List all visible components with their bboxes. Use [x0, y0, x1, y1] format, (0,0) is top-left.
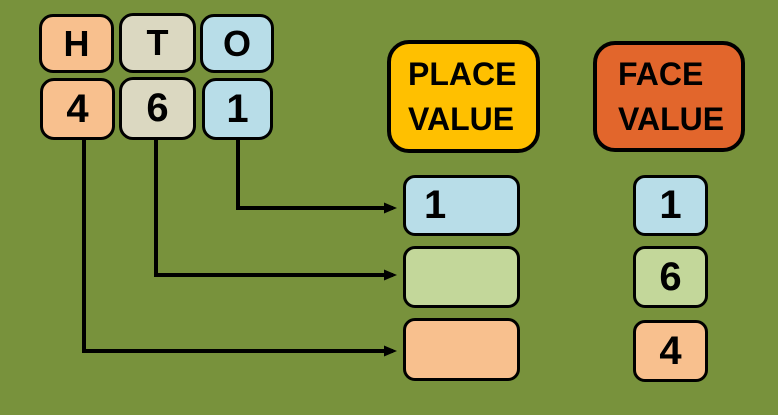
arrow-tens-to-place-value	[154, 139, 397, 281]
arrow-ones-to-place-value	[236, 139, 397, 214]
digit-tens: 6	[119, 77, 196, 140]
place-value-title-line2: VALUE	[408, 100, 515, 137]
place-value-box-hundreds	[403, 318, 520, 381]
place-value-title-line1: PLACE	[408, 55, 517, 92]
face-value-header: FACE VALUE	[593, 41, 745, 152]
arrow-hundreds-to-place-value	[82, 139, 397, 357]
digit-ones: 1	[202, 78, 273, 140]
face-value-box-hundreds: 4	[633, 320, 708, 382]
face-value-title-line2: VALUE	[618, 100, 725, 137]
face-value-title-line1: FACE	[618, 55, 704, 92]
face-value-box-ones: 1	[633, 175, 708, 236]
digit-hundreds: 4	[40, 78, 115, 140]
place-value-header: PLACE VALUE	[387, 40, 540, 153]
column-header-hundreds: H	[39, 14, 114, 73]
place-value-box-tens	[403, 246, 520, 308]
place-value-box-ones: 1	[403, 175, 520, 236]
column-header-ones: O	[200, 14, 274, 73]
face-value-box-tens: 6	[633, 246, 708, 308]
column-header-tens: T	[119, 13, 196, 73]
